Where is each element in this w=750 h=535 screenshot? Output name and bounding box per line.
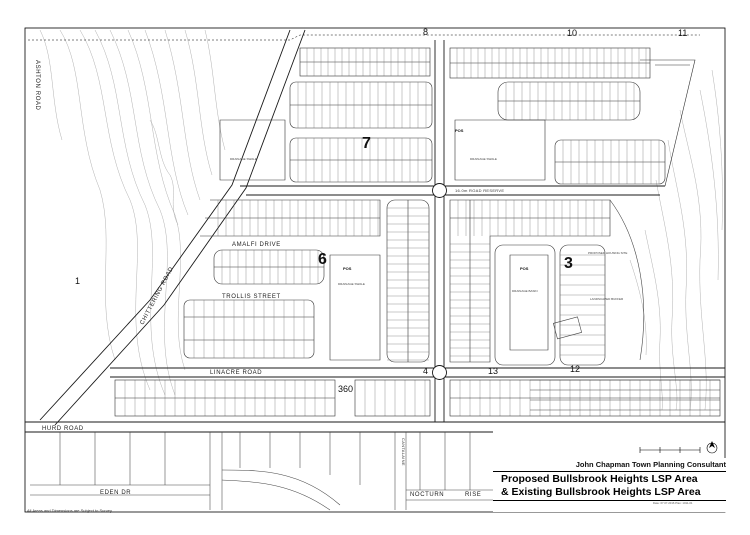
consultant-name: John Chapman Town Planning Consultant — [575, 460, 726, 469]
area-number-12: 12 — [570, 364, 580, 374]
title-block: John Chapman Town Planning Consultant Pr… — [493, 458, 726, 512]
area-number-8: 8 — [423, 27, 428, 37]
road-label-reserve: 16.0m ROAD RESERVE — [455, 188, 504, 193]
housing-site — [530, 199, 720, 411]
linacre-road — [110, 367, 725, 378]
north-arrow — [706, 441, 718, 454]
roundabout-south — [432, 365, 447, 380]
drainage-swale-label-6: DRAINAGE SWALE — [338, 282, 365, 286]
road-label-linacre: LINACRE ROAD — [210, 370, 262, 376]
landscaped-buffer-label: LANDSCAPED BUFFER — [590, 297, 624, 301]
area-number-13: 13 — [488, 366, 498, 376]
area-number-360: 360 — [338, 384, 353, 394]
block-7 — [289, 81, 433, 183]
title-fine-print: Date: 07.07.2016 Plan: 1011-01 — [653, 501, 693, 505]
proposed-housing-site-label: PROPOSED HOUSING SITE — [588, 251, 627, 255]
block-south — [114, 379, 721, 417]
road-label-hurd: HURD ROAD — [42, 426, 84, 432]
road-label-eden: EDEN DR — [100, 490, 131, 496]
road-label-ashton: ASHTON ROAD — [34, 60, 40, 111]
lot-subdivision-lines — [124, 48, 711, 416]
pos-areas — [219, 119, 549, 361]
title-proposed: Proposed Bullsbrook Heights LSP Area — [501, 473, 698, 485]
drainage-swale-label-7: DRAINAGE SWALE — [470, 157, 497, 161]
disclaimer-note: All Areas and Dimensions are Subject to … — [27, 508, 112, 513]
road-label-nocturn: NOCTURN — [410, 492, 444, 498]
area-number-10: 10 — [567, 28, 577, 38]
road-label-cantalaine: CANTALAINE — [401, 438, 406, 466]
spine-road — [434, 40, 445, 422]
area-number-6: 6 — [318, 251, 327, 268]
roundabout-north — [432, 183, 447, 198]
map-frame — [24, 27, 726, 513]
area-number-3: 3 — [564, 255, 573, 272]
title-rule-top — [493, 471, 726, 472]
chittering-road — [39, 29, 306, 426]
area-number-4: 4 — [423, 366, 428, 376]
area-number-1: 1 — [75, 276, 80, 286]
pos-label-3: POS — [520, 266, 529, 271]
block-north — [299, 47, 651, 79]
pos-label-7: POS — [455, 128, 464, 133]
hurd-road — [25, 421, 725, 433]
drainage-basin-label: DRAINAGE BASIN — [512, 289, 538, 293]
scale-bar — [639, 447, 701, 453]
block-centre — [386, 199, 611, 366]
area-number-11: 11 — [678, 28, 687, 38]
subdivision-boundary — [28, 34, 700, 41]
title-existing: & Existing Bullsbrook Heights LSP Area — [501, 486, 701, 498]
area-number-7: 7 — [362, 135, 371, 152]
block-east — [497, 59, 696, 187]
road-label-rise: RISE — [465, 492, 481, 498]
title-rule-bottom — [493, 500, 726, 501]
road-label-trollis: TROLLIS STREET — [222, 294, 281, 300]
east-west-road — [240, 185, 665, 196]
contour-lines — [39, 29, 723, 411]
road-label-amalfi: AMALFI DRIVE — [232, 242, 281, 248]
pos-label-6: POS — [343, 266, 352, 271]
drainage-swale-label-w: DRAINAGE SWALE — [230, 157, 257, 161]
existing-development — [30, 432, 493, 511]
